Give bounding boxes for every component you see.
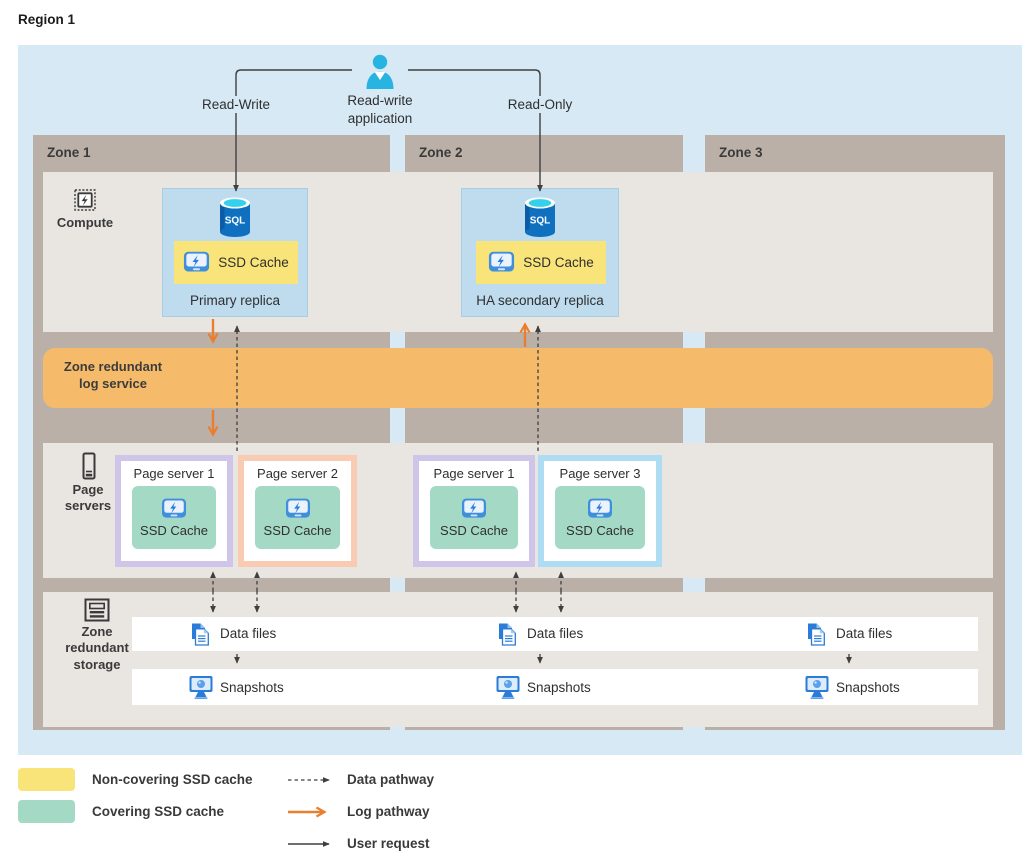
legend-data-pathway-label: Data pathway: [347, 772, 435, 787]
log-service-band: Zone redundant log service: [43, 348, 993, 408]
ssd-icon: [489, 251, 515, 272]
ssd-cache-box: SSD Cache: [174, 241, 298, 284]
ssd-cache-label: SSD Cache: [140, 522, 208, 538]
storage-label: Zone redundant storage: [65, 624, 129, 672]
legend-user-request-label: User request: [347, 836, 430, 851]
data-files-label: Data files: [220, 626, 277, 641]
legend-log-pathway-label: Log pathway: [347, 804, 430, 819]
log-service-label: Zone redundant log service: [63, 359, 163, 391]
legend-swatch-noncovering: [18, 768, 75, 791]
zone-3-label: Zone 3: [719, 145, 763, 160]
replica-name: Primary replica: [189, 293, 281, 308]
covering-cache-box: SSD Cache: [255, 486, 340, 549]
sql-label: SQL: [225, 216, 246, 227]
data-files-label: Data files: [527, 626, 584, 641]
ssd-icon: [285, 498, 310, 518]
page-server-box: Page server 3 SSD Cache: [538, 455, 662, 567]
page-server-name: Page server 2: [257, 466, 338, 481]
zone-1-label: Zone 1: [47, 145, 91, 160]
snapshots-label: Snapshots: [836, 680, 900, 695]
page-servers-label: Page servers: [64, 482, 112, 514]
ssd-icon: [461, 498, 487, 518]
legend-swatch-covering: [18, 800, 75, 823]
primary-replica-box: SQL SSD Cache Primary replica: [162, 188, 308, 317]
covering-cache-box: SSD Cache: [555, 486, 645, 549]
data-files-icon: [190, 622, 212, 651]
snapshots-icon: [188, 674, 214, 705]
sql-database-icon: SQL: [523, 196, 557, 243]
storage-band: [43, 592, 993, 727]
legend-covering-label: Covering SSD cache: [92, 804, 225, 819]
page-servers-icon: [80, 452, 98, 485]
legend-noncovering-label: Non-covering SSD cache: [92, 772, 253, 787]
ssd-cache-label: SSD Cache: [440, 522, 508, 538]
data-files-icon: [497, 622, 519, 651]
snapshots-icon: [804, 674, 830, 705]
ssd-cache-label: SSD Cache: [218, 255, 289, 270]
data-files-icon: [806, 622, 828, 651]
user-icon: [363, 54, 397, 95]
snapshots-label: Snapshots: [527, 680, 591, 695]
ssd-icon: [161, 498, 187, 518]
compute-label: Compute: [56, 215, 114, 230]
page-server-box: Page server 2 SSD Cache: [238, 455, 357, 567]
data-files-label: Data files: [836, 626, 893, 641]
page-server-name: Page server 3: [559, 466, 641, 481]
storage-icon: [84, 598, 110, 627]
read-write-application-label: Read-write application: [347, 93, 413, 126]
page-server-name: Page server 1: [433, 466, 515, 481]
covering-cache-box: SSD Cache: [430, 486, 518, 549]
compute-icon: [73, 188, 97, 217]
page-server-name: Page server 1: [133, 466, 215, 481]
zone-2-label: Zone 2: [419, 145, 463, 160]
page-server-box: Page server 1 SSD Cache: [413, 455, 535, 567]
ha-secondary-replica-box: SQL SSD Cache HA secondary replica: [461, 188, 619, 317]
snapshots-label: Snapshots: [220, 680, 284, 695]
snapshots-row: [132, 669, 978, 705]
ssd-cache-label: SSD Cache: [566, 522, 634, 538]
covering-cache-box: SSD Cache: [132, 486, 216, 549]
ssd-icon: [184, 251, 210, 272]
page-server-box: Page server 1 SSD Cache: [115, 455, 233, 567]
data-files-row: [132, 617, 978, 651]
ssd-icon: [587, 498, 613, 518]
sql-database-icon: SQL: [218, 196, 252, 243]
sql-label: SQL: [530, 216, 551, 227]
replica-name: HA secondary replica: [476, 293, 604, 308]
ssd-cache-label: SSD Cache: [263, 522, 332, 538]
snapshots-icon: [495, 674, 521, 705]
ssd-cache-label: SSD Cache: [523, 255, 594, 270]
read-write-label: Read-Write: [186, 96, 286, 113]
region-title: Region 1: [18, 12, 76, 27]
ssd-cache-box: SSD Cache: [476, 241, 606, 284]
read-only-label: Read-Only: [490, 96, 590, 113]
